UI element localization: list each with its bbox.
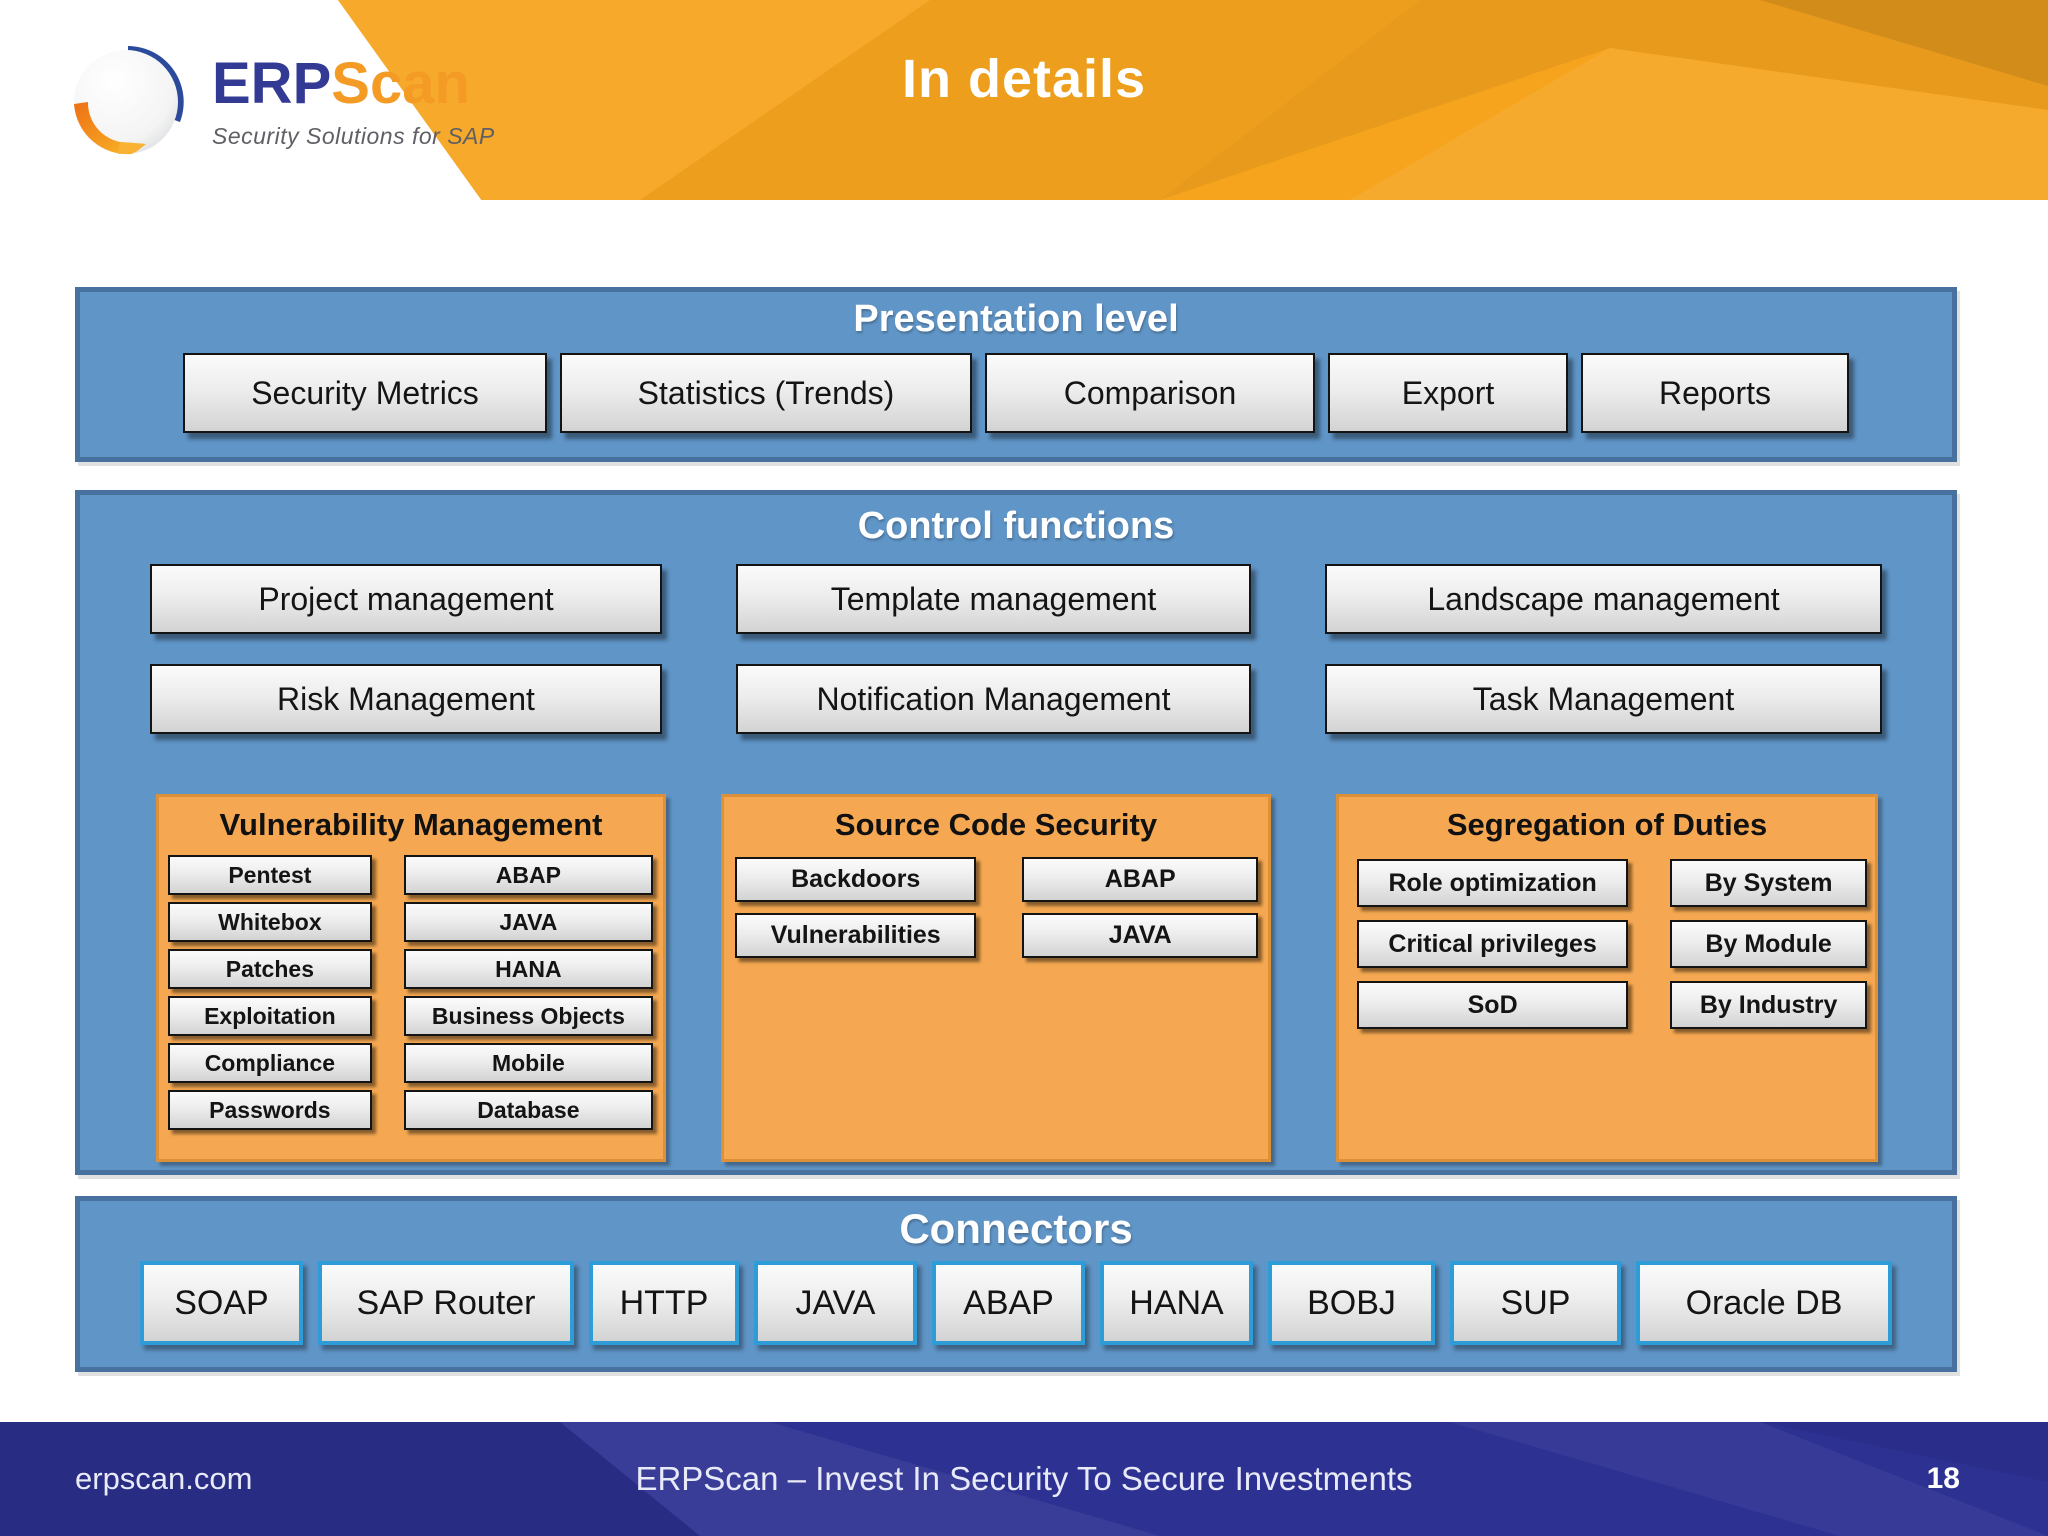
scs-column-right: ABAP JAVA: [1022, 857, 1258, 969]
control-buttons-row-1: Project management Template management Lan…: [80, 564, 1952, 634]
footer-facets: [0, 1422, 2048, 1536]
footer-tagline: ERPScan – Invest In Security To Secure I…: [635, 1460, 1413, 1497]
logo-scan-text: Scan: [331, 50, 470, 116]
erpscan-logo-text: ERPScan Security Solutions for SAP: [212, 54, 495, 150]
control-button[interactable]: Landscape management: [1325, 564, 1882, 634]
control-button[interactable]: Task Management: [1325, 664, 1882, 734]
control-button[interactable]: Template management: [736, 564, 1251, 634]
presentation-button[interactable]: Statistics (Trends): [560, 353, 972, 433]
scs-button[interactable]: ABAP: [1022, 857, 1258, 902]
connector-button[interactable]: HTTP: [589, 1261, 739, 1345]
control-buttons-row-2: Risk Management Notification Management Ta…: [80, 664, 1952, 734]
scs-button[interactable]: JAVA: [1022, 913, 1258, 958]
connector-button[interactable]: SUP: [1450, 1261, 1621, 1345]
footer-page-number: 18: [1926, 1462, 1960, 1495]
sod-button[interactable]: By Industry: [1670, 981, 1867, 1029]
erpscan-logo: ERPScan Security Solutions for SAP: [64, 38, 495, 166]
connector-button[interactable]: JAVA: [754, 1261, 917, 1345]
connector-button[interactable]: SAP Router: [318, 1261, 574, 1345]
logo-erp-text: ERP: [212, 50, 332, 116]
connector-button[interactable]: BOBJ: [1268, 1261, 1435, 1345]
vm-button[interactable]: Database: [403, 1090, 653, 1130]
vm-button[interactable]: Business Objects: [403, 996, 653, 1036]
control-functions-panel: Control functions Project management Temp…: [75, 490, 1957, 1175]
connector-button[interactable]: SOAP: [140, 1261, 303, 1345]
sod-button[interactable]: By System: [1670, 859, 1867, 907]
sod-button[interactable]: By Module: [1670, 920, 1867, 968]
vm-button[interactable]: Whitebox: [168, 902, 372, 942]
vm-button[interactable]: JAVA: [403, 902, 653, 942]
connector-button[interactable]: ABAP: [932, 1261, 1085, 1345]
footer: erpscan.com ERPScan – Invest In Security…: [0, 1422, 2048, 1536]
vm-button[interactable]: Compliance: [168, 1043, 372, 1083]
source-code-security-title: Source Code Security: [834, 807, 1158, 842]
vm-button[interactable]: Exploitation: [168, 996, 372, 1036]
scs-button[interactable]: Vulnerabilities: [735, 913, 977, 958]
slide-title: In details: [901, 49, 1147, 109]
logo-tagline: Security Solutions for SAP: [212, 122, 495, 149]
sod-button[interactable]: SoD: [1357, 981, 1629, 1029]
vulnerability-management-title: Vulnerability Management: [219, 807, 603, 842]
vm-button[interactable]: Pentest: [168, 855, 372, 895]
sod-column-right: By System By Module By Industry: [1670, 859, 1867, 1042]
presentation-button[interactable]: Comparison: [985, 353, 1315, 433]
vm-button[interactable]: ABAP: [403, 855, 653, 895]
connector-button[interactable]: HANA: [1100, 1261, 1253, 1345]
presentation-button[interactable]: Reports: [1581, 353, 1849, 433]
connectors-title: Connectors: [899, 1205, 1133, 1252]
footer-website-link[interactable]: erpscan.com: [75, 1461, 253, 1496]
header-banner: In details: [337, 0, 2048, 200]
presentation-button[interactable]: Export: [1328, 353, 1568, 433]
vm-button[interactable]: Mobile: [403, 1043, 653, 1083]
sod-button[interactable]: Critical privileges: [1357, 920, 1629, 968]
banner-facets: [338, 0, 2048, 200]
segregation-of-duties-title: Segregation of Duties: [1446, 807, 1768, 842]
presentation-level-title: Presentation level: [853, 298, 1179, 340]
control-functions-title: Control functions: [857, 505, 1175, 547]
control-button[interactable]: Risk Management: [150, 664, 662, 734]
vm-button[interactable]: HANA: [403, 949, 653, 989]
scs-button[interactable]: Backdoors: [735, 857, 977, 902]
vm-button[interactable]: Patches: [168, 949, 372, 989]
control-button[interactable]: Project management: [150, 564, 662, 634]
control-button[interactable]: Notification Management: [736, 664, 1251, 734]
erpscan-wordmark: ERPScan: [212, 54, 495, 113]
connector-button[interactable]: Oracle DB: [1636, 1261, 1892, 1345]
vm-button[interactable]: Passwords: [168, 1090, 372, 1130]
presentation-button[interactable]: Security Metrics: [183, 353, 547, 433]
sod-button[interactable]: Role optimization: [1357, 859, 1629, 907]
erpscan-sphere-icon: [74, 46, 184, 155]
